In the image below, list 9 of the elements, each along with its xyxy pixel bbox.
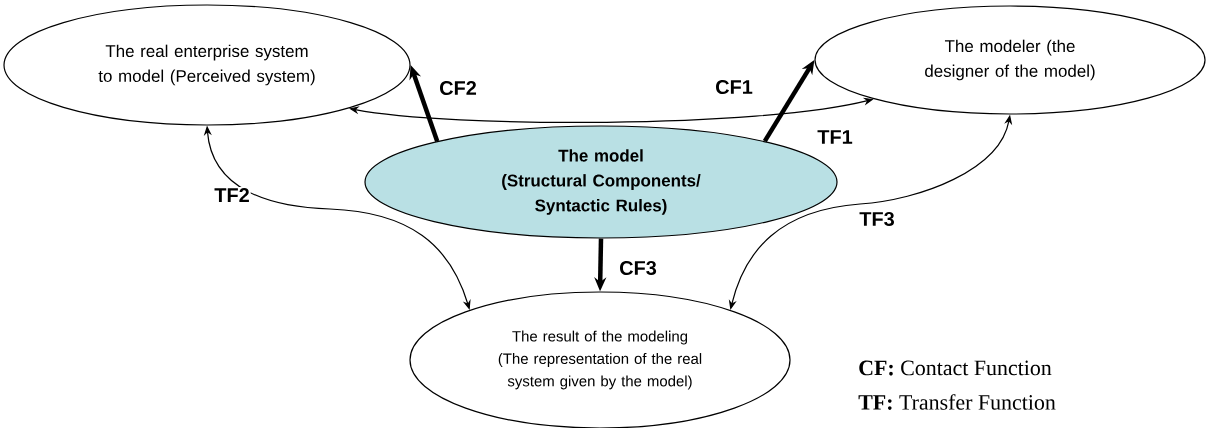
edge-label: TF3	[858, 210, 896, 228]
edge-label: CF1	[714, 78, 754, 96]
edge-label: CF3	[618, 259, 658, 277]
edge-label: CF2	[438, 79, 478, 97]
legend-entry: TF: Transfer Function	[858, 394, 1056, 410]
edge-label: TF2	[213, 187, 251, 203]
legend-entry: CF: Contact Function	[859, 360, 1052, 376]
ellipse-node: The real enterprise system to model (Perceived system)	[3, 4, 411, 126]
ellipse-node: The modeler (the designer of the model)	[814, 5, 1206, 115]
